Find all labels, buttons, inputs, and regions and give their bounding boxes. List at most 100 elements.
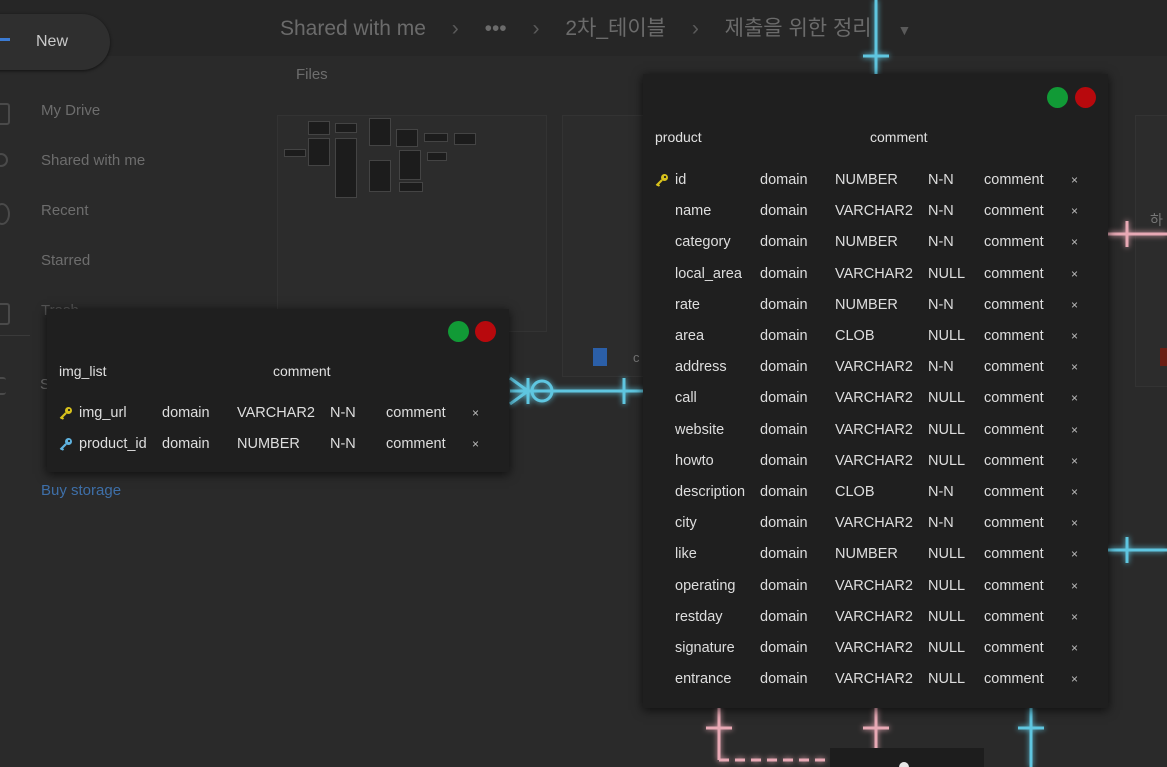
column-nullable[interactable]: NULL [928,671,966,688]
add-column-button[interactable] [448,321,469,342]
column-name[interactable]: address [675,359,727,376]
sidebar-item-starred[interactable]: Starred [41,252,90,269]
column-domain[interactable]: domain [760,484,808,500]
column-datatype[interactable]: VARCHAR2 [835,265,913,282]
remove-column-button[interactable]: × [1071,641,1079,655]
column-domain[interactable]: domain [162,405,210,421]
add-column-button[interactable] [1047,87,1068,108]
column-name[interactable]: entrance [675,671,732,688]
column-domain[interactable]: domain [760,452,808,469]
column-comment[interactable]: comment [984,265,1044,282]
column-datatype[interactable]: VARCHAR2 [835,390,913,407]
column-name[interactable]: restday [675,608,723,625]
column-datatype[interactable]: VARCHAR2 [237,405,315,421]
column-name[interactable]: city [675,515,697,532]
remove-column-button[interactable]: × [1071,266,1079,281]
remove-column-button[interactable]: × [1071,329,1079,343]
column-datatype[interactable]: VARCHAR2 [835,203,913,220]
column-name[interactable]: signature [675,640,735,656]
column-comment[interactable]: comment [984,172,1044,188]
column-comment[interactable]: comment [984,515,1044,532]
column-datatype[interactable]: VARCHAR2 [835,515,913,532]
column-domain[interactable]: domain [760,328,808,344]
delete-table-button[interactable] [1075,87,1096,108]
column-comment[interactable]: comment [984,203,1044,220]
column-domain[interactable]: domain [760,296,808,313]
column-domain[interactable]: domain [760,577,808,594]
column-comment[interactable]: comment [984,234,1044,251]
column-comment[interactable]: comment [984,608,1044,625]
file-thumbnail[interactable] [277,115,547,332]
sidebar-item-recent[interactable]: Recent [41,202,89,219]
column-nullable[interactable]: NULL [928,640,966,656]
column-domain[interactable]: domain [760,172,808,188]
column-domain[interactable]: domain [760,671,808,688]
column-name[interactable]: id [675,172,687,188]
column-domain[interactable]: domain [162,436,210,453]
remove-column-button[interactable]: × [1071,516,1079,531]
remove-column-button[interactable]: × [1071,453,1079,468]
breadcrumb-item[interactable]: Shared with me [280,17,426,40]
new-button[interactable]: New [0,14,110,70]
column-datatype[interactable]: NUMBER [835,234,898,251]
column-nullable[interactable]: N-N [928,234,954,251]
column-comment[interactable]: comment [984,577,1044,594]
column-nullable[interactable]: NULL [928,328,966,344]
column-domain[interactable]: domain [760,608,808,625]
column-domain[interactable]: domain [760,640,808,656]
column-domain[interactable]: domain [760,546,808,563]
column-datatype[interactable]: CLOB [835,328,875,344]
remove-column-button[interactable]: × [1071,485,1079,499]
remove-column-button[interactable]: × [1071,422,1079,437]
table-name[interactable]: img_list [59,363,107,379]
column-nullable[interactable]: N-N [330,436,356,453]
file-thumbnail[interactable]: 하 [1135,115,1167,387]
column-datatype[interactable]: VARCHAR2 [835,359,913,376]
sidebar-item-shared[interactable]: Shared with me [41,152,145,169]
delete-table-button[interactable] [475,321,496,342]
remove-column-button[interactable]: × [1071,547,1079,562]
breadcrumb-more[interactable]: ••• [484,17,507,40]
column-comment[interactable]: comment [984,359,1044,376]
table-comment[interactable]: comment [870,129,928,145]
column-nullable[interactable]: N-N [330,405,356,421]
remove-column-button[interactable]: × [1071,609,1079,624]
column-name[interactable]: howto [675,452,714,469]
column-name[interactable]: website [675,421,725,438]
column-name[interactable]: operating [675,577,736,594]
column-nullable[interactable]: NULL [928,546,966,563]
column-comment[interactable]: comment [984,484,1044,500]
column-datatype[interactable]: CLOB [835,484,875,500]
column-comment[interactable]: comment [984,328,1044,344]
remove-column-button[interactable]: × [1071,235,1079,250]
column-domain[interactable]: domain [760,203,808,220]
remove-column-button[interactable]: × [1071,204,1079,219]
column-datatype[interactable]: NUMBER [835,172,898,188]
column-domain[interactable]: domain [760,390,808,407]
column-name[interactable]: local_area [675,265,742,282]
column-comment[interactable]: comment [984,671,1044,688]
column-domain[interactable]: domain [760,234,808,251]
column-nullable[interactable]: NULL [928,452,966,469]
column-datatype[interactable]: VARCHAR2 [835,671,913,688]
column-domain[interactable]: domain [760,265,808,282]
remove-column-button[interactable]: × [472,437,480,452]
column-nullable[interactable]: N-N [928,484,954,500]
column-nullable[interactable]: NULL [928,390,966,407]
column-datatype[interactable]: NUMBER [237,436,300,453]
column-name[interactable]: like [675,546,697,563]
column-domain[interactable]: domain [760,359,808,376]
column-name[interactable]: rate [675,296,700,313]
column-comment[interactable]: comment [386,436,446,453]
